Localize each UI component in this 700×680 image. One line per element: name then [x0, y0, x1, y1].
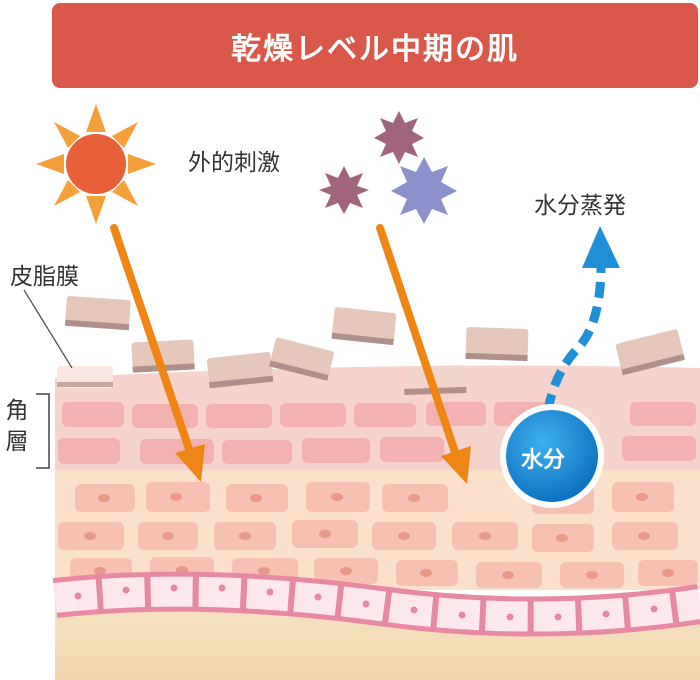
irritant-particles-icon: [319, 111, 457, 224]
flake: [269, 337, 334, 381]
flake: [64, 296, 131, 331]
irritant-particle: [391, 157, 457, 224]
irritant-particle: [374, 111, 424, 164]
moisture-bubble-label: 水分: [521, 448, 566, 473]
sebum-film: [23, 289, 113, 388]
arrow-head: [175, 444, 205, 482]
stratum-corneum-label-char: 層: [5, 429, 29, 455]
stratum-corneum-label: 角 層: [4, 396, 30, 458]
flake: [206, 352, 274, 389]
basal-layer: [52, 571, 700, 637]
evaporation-arrow: [543, 226, 620, 411]
stimulus-arrows: [110, 224, 471, 484]
sebum-film-label: 皮脂膜: [10, 264, 79, 290]
moisture-bubble: [500, 404, 604, 508]
external-stimulus-label: 外的刺激: [188, 150, 280, 176]
sun-icon: [36, 104, 156, 224]
flake: [615, 329, 685, 376]
title-banner: 乾燥レベル中期の肌: [52, 3, 698, 88]
arrow-head: [582, 226, 620, 268]
lifted-flakes: [64, 296, 685, 396]
page-title: 乾燥レベル中期の肌: [231, 31, 519, 67]
irritant-particle: [319, 166, 369, 214]
stratum-corneum-label-char: 角: [5, 398, 29, 424]
stratum-corneum-bracket: [36, 393, 50, 469]
flake: [331, 307, 397, 346]
flake: [465, 327, 529, 362]
moisture-evaporation-label: 水分蒸発: [534, 193, 626, 219]
arrow-head: [441, 446, 471, 484]
